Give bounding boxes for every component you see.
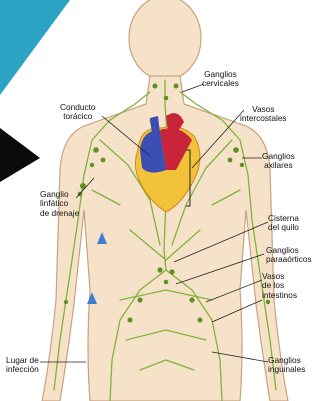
corner-accent-black [0, 128, 40, 182]
label-intercostal-vessels: Vasos intercostales [240, 105, 287, 124]
label-thoracic-duct: Conducto torácico [60, 103, 96, 122]
label-paraaortic-nodes: Ganglios paraaórticos [266, 246, 312, 265]
label-axillary-nodes: Ganglios axilares [262, 152, 295, 171]
label-infection-site: Lugar de infección [6, 356, 39, 375]
corner-accent-top-left [0, 0, 70, 95]
label-intestinal-vessels: Vasos de los intestinos [262, 272, 297, 300]
label-cervical-nodes: Ganglios cervicales [202, 70, 239, 89]
label-inguinal-nodes: Ganglios inguinales [268, 356, 305, 375]
label-cisterna-chyli: Cisterna del quilo [268, 214, 299, 233]
label-draining-lymph-node: Ganglio linfático de drenaje [40, 190, 79, 218]
